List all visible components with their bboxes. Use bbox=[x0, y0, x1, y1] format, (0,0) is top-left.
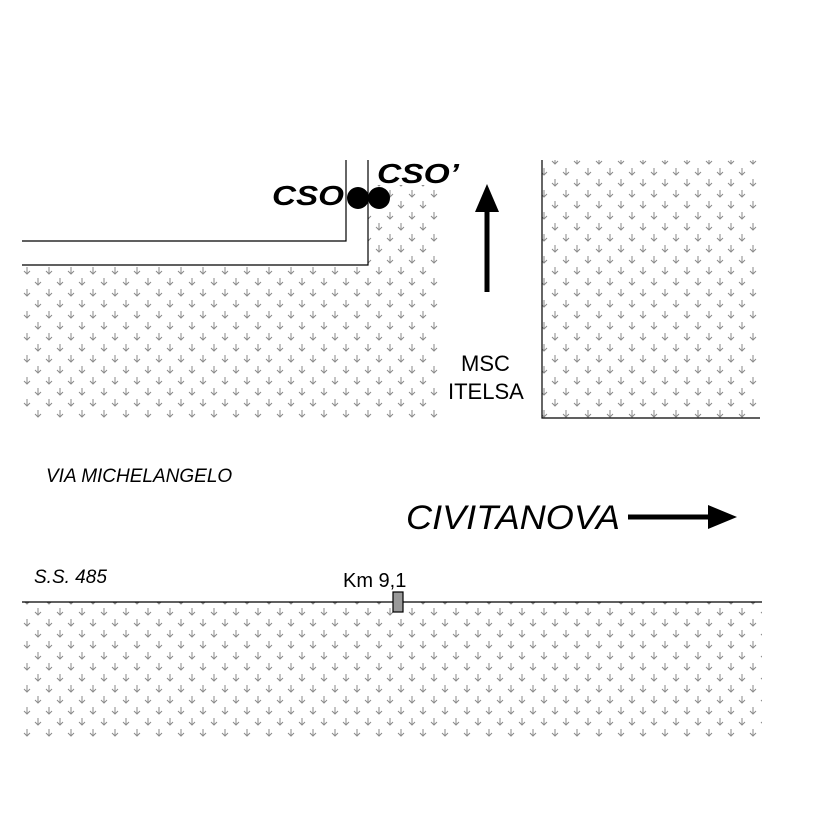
km-label: Km 9,1 bbox=[343, 570, 406, 592]
arrow-up-icon bbox=[475, 184, 499, 292]
itelsa-label: ITELSA bbox=[448, 379, 524, 404]
block-top-right bbox=[541, 160, 760, 419]
arrow-right-icon bbox=[628, 505, 737, 529]
via-michelangelo-label: VIA MICHELANGELO bbox=[46, 466, 232, 487]
block-bottom bbox=[22, 601, 762, 740]
civitanova-label: CIVITANOVA bbox=[406, 499, 620, 537]
milestone-icon bbox=[392, 591, 404, 613]
cso-label: CSO bbox=[272, 180, 344, 211]
msc-label: MSC bbox=[461, 351, 510, 376]
road-edge-line bbox=[22, 160, 347, 242]
ss-485-label: S.S. 485 bbox=[34, 567, 107, 588]
cso-point-icon bbox=[347, 187, 369, 209]
cso-prime-label: CSO’ bbox=[377, 158, 460, 189]
cso-prime-point-icon bbox=[368, 187, 390, 209]
